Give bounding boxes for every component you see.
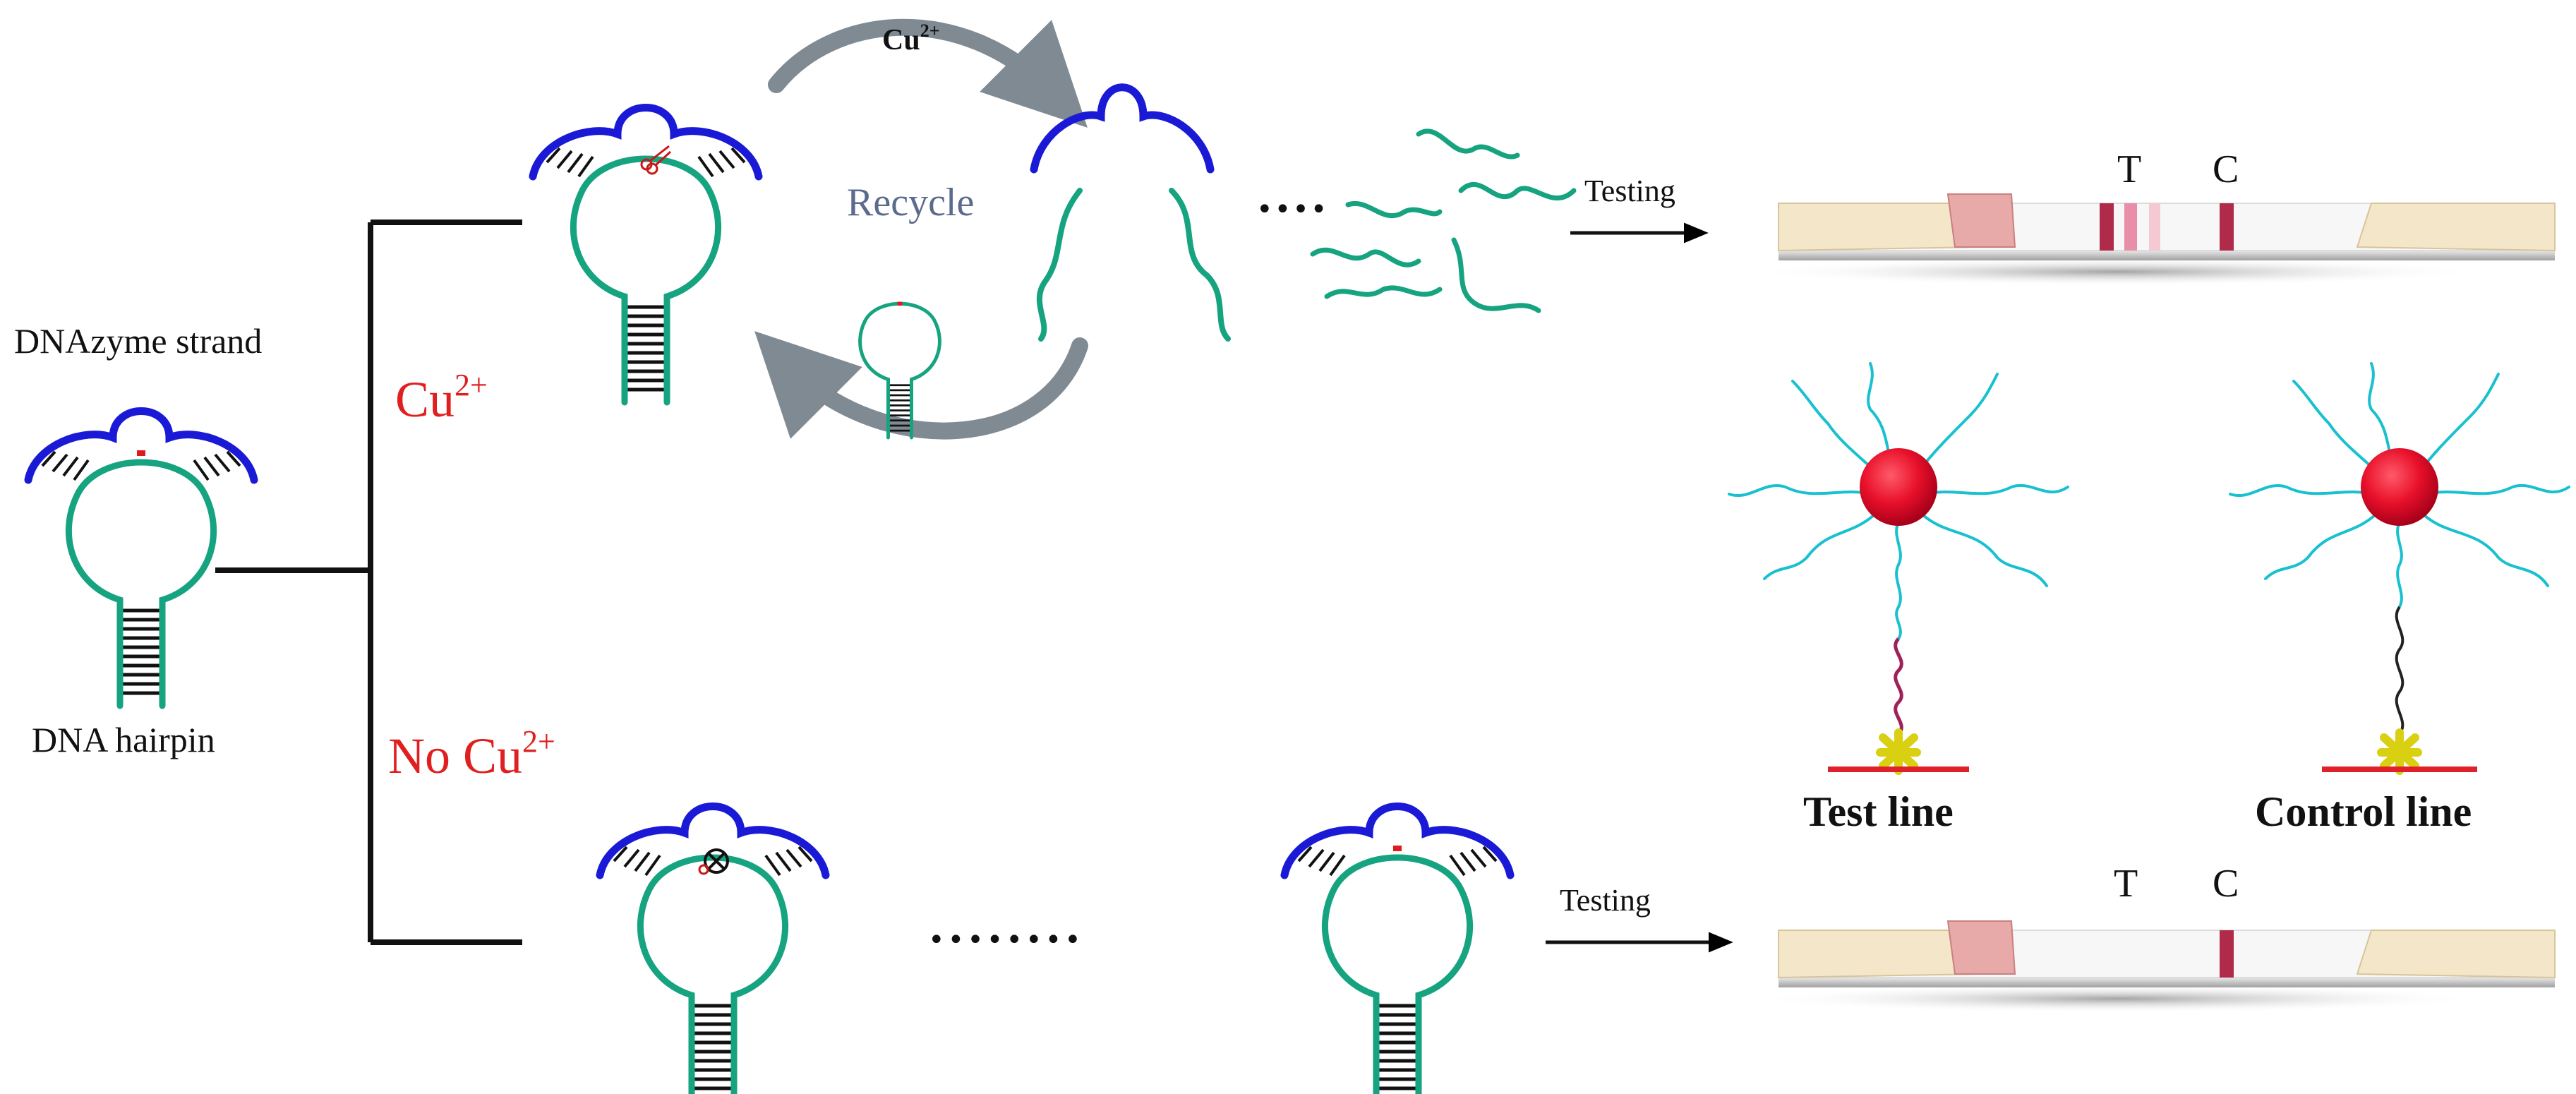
strip-bottom-c-label: C xyxy=(2213,862,2239,906)
strip-top-t-label: T xyxy=(2117,148,2141,191)
control-line-label: Control line xyxy=(2255,788,2472,835)
test-line-band-3 xyxy=(2149,203,2160,251)
dnazyme-strand-label: DNAzyme strand xyxy=(14,321,262,361)
strip-bottom-t-label: T xyxy=(2114,862,2138,906)
blocked-scissors-icon xyxy=(698,848,729,875)
top-hairpin-complex xyxy=(533,108,759,403)
branch-bracket xyxy=(215,220,522,945)
regenerated-hairpin xyxy=(860,301,940,438)
ellipsis-bottom: •••••••• xyxy=(928,924,1084,956)
testing-label-bottom: Testing xyxy=(1560,883,1651,918)
released-dnazyme xyxy=(1030,83,1215,174)
cu-branch-label: Cu2+ xyxy=(395,368,488,428)
fragment-cloud xyxy=(1310,128,1577,313)
bottom-hairpin-complex-intact xyxy=(1284,807,1510,1094)
recycle-label: Recycle xyxy=(847,181,974,224)
test-strip-top: T C xyxy=(1750,148,2556,286)
bottom-hairpin-complex-uncleaved xyxy=(600,807,826,1094)
ellipsis-top: •••• xyxy=(1256,193,1328,226)
cycle-ion-label: Cu2+ xyxy=(882,20,940,56)
control-line-band xyxy=(2220,203,2234,251)
no-cu-branch-label: No Cu2+ xyxy=(388,724,555,784)
cleaved-fragments xyxy=(1036,188,1231,342)
cleavage-site-marker xyxy=(137,450,145,456)
cycle-arrow-top xyxy=(768,18,1088,128)
strip-top-c-label: C xyxy=(2213,148,2239,191)
test-strip-bottom: T C xyxy=(1750,862,2556,1013)
control-line-probe xyxy=(2229,362,2570,775)
test-line-band-2 xyxy=(2124,203,2137,251)
test-line-label: Test line xyxy=(1803,788,1954,835)
dna-hairpin-label: DNA hairpin xyxy=(32,720,215,759)
test-line-band-1 xyxy=(2100,203,2114,251)
testing-label-top: Testing xyxy=(1584,174,1675,208)
cycle-arrow-bottom xyxy=(754,331,1088,440)
test-line-probe xyxy=(1728,362,2069,775)
control-line-band-bottom xyxy=(2220,930,2234,978)
scissors-icon xyxy=(640,145,672,175)
initial-hairpin-complex xyxy=(28,411,254,707)
